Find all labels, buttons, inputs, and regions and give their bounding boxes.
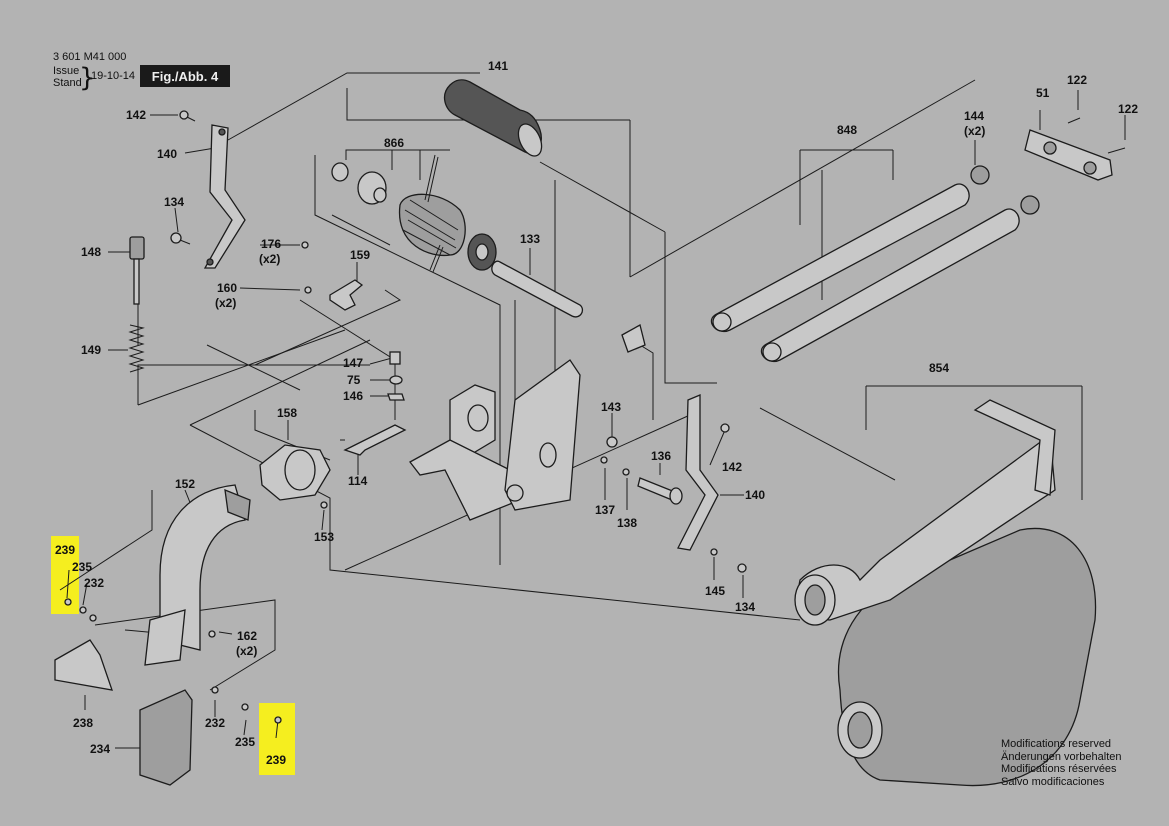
part-152-elbow: [144, 484, 251, 666]
part-label: 140: [157, 147, 178, 161]
part-134-screw: [170, 232, 191, 245]
part-label: 239: [55, 543, 76, 557]
part-label: 235: [235, 735, 256, 749]
part-140-right-lever: [677, 394, 719, 551]
part-label: 140: [745, 488, 766, 502]
part-143-pin: [606, 436, 618, 448]
part-label: 148: [81, 245, 102, 259]
part-label: 138: [617, 516, 638, 530]
part-136-pin: [637, 477, 683, 505]
part-147-screw: [389, 351, 401, 365]
mod-line: Modifications reserved: [1001, 738, 1112, 750]
part-main-housing: [409, 359, 581, 521]
part-cable-tie: [759, 407, 896, 481]
part-label: 137: [595, 503, 616, 517]
part-51-bracket: [1024, 129, 1113, 181]
part-label: 159: [350, 248, 371, 262]
part-159-bracket: [329, 279, 364, 311]
mod-line: Salvo modificaciones: [1001, 775, 1105, 788]
part-234-plate: [139, 689, 193, 786]
part-label: (x2): [215, 296, 237, 310]
part-label: 235: [72, 560, 93, 574]
part-label: 153: [314, 530, 335, 544]
part-label: 238: [73, 716, 94, 730]
issue-date: 19-10-14: [91, 70, 136, 82]
highlight-239-right: [259, 703, 295, 775]
part-label: (x2): [236, 644, 258, 658]
part-label: 147: [343, 356, 364, 370]
part-label: 143: [601, 400, 622, 414]
part-label: 122: [1067, 73, 1088, 87]
part-label: 114: [348, 474, 368, 488]
issue-label: Issue: [53, 65, 80, 77]
part-label: 145: [705, 584, 726, 598]
part-label: (x2): [259, 252, 281, 266]
part-label: 232: [205, 716, 226, 730]
part-label: 239: [266, 753, 287, 767]
part-label: 146: [343, 389, 364, 403]
part-label: 136: [651, 449, 672, 463]
modifications-note: Modifications reserved Änderungen vorbeh…: [1001, 738, 1121, 788]
part-149-spring: [128, 324, 145, 373]
part-148-knob: [129, 236, 145, 305]
part-75-washer: [389, 375, 403, 385]
part-label: 152: [175, 477, 196, 491]
mod-line: Änderungen vorbehalten: [1001, 750, 1122, 763]
doc-number: 3 601 M41 000: [53, 51, 127, 63]
part-label: 162: [237, 629, 258, 643]
part-866-spring: [331, 154, 497, 273]
part-label: 122: [1118, 102, 1139, 116]
part-label: 854: [929, 361, 950, 375]
figure-label: Fig./Abb. 4: [140, 65, 230, 87]
part-label: 141: [488, 59, 509, 73]
part-158-clamp: [259, 444, 331, 501]
part-label: 232: [84, 576, 105, 590]
part-141-handle-grip: [443, 79, 543, 157]
part-label: 144: [964, 109, 985, 123]
part-142-screw: [179, 110, 196, 122]
mod-line: Modifications réservées: [1001, 763, 1117, 775]
part-label: 848: [837, 123, 858, 137]
part-133-pin: [491, 260, 646, 353]
part-label: 158: [277, 406, 298, 420]
part-140-left-lever: [203, 124, 246, 269]
part-label: 866: [384, 136, 405, 150]
part-238-cover: [54, 639, 113, 691]
part-label: 142: [126, 108, 147, 122]
stand-label: Stand: [53, 77, 82, 89]
part-label: 234: [90, 742, 111, 756]
part-label: 75: [347, 373, 361, 387]
part-label: 149: [81, 343, 102, 357]
brace-glyph: }: [79, 63, 96, 93]
part-114-plate: [343, 424, 407, 456]
part-label: 134: [164, 195, 185, 209]
part-label: (x2): [964, 124, 986, 138]
part-label: 133: [520, 232, 541, 246]
part-label: 160: [217, 281, 238, 295]
part-854-bag: [794, 399, 1097, 787]
part-label: 142: [722, 460, 743, 474]
part-label: 176: [261, 237, 282, 251]
part-label: 51: [1036, 86, 1050, 100]
part-146-clip: [387, 393, 405, 401]
part-label: 134: [735, 600, 756, 614]
part-848-rods: [710, 183, 1020, 363]
